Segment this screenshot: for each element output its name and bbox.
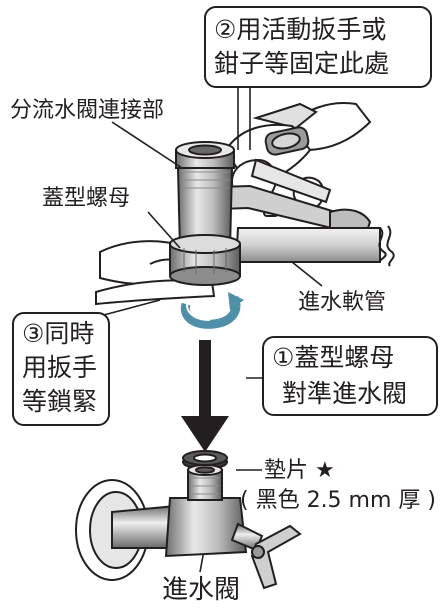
inlet-valve-label: 進水閥 (161, 575, 240, 605)
inlet-valve-drawing (75, 464, 302, 590)
inlet-hose-drawing (234, 225, 395, 267)
step3-line3: 等鎖緊 (22, 387, 98, 416)
step3-line1: ③同時 (22, 319, 95, 348)
step1-line1: ①蓋型螺母 (272, 343, 395, 372)
gasket-label: 墊片 ★ (264, 458, 335, 483)
gasket-spec-label: ( 黑色 2.5 mm 厚 ) (240, 488, 436, 513)
inlet-hose-label: 進水軟管 (298, 290, 387, 315)
step2-line2: 鉗子等固定此處 (214, 49, 390, 78)
step1-callout: ①蓋型螺母 對準進水閥 (262, 336, 438, 416)
cap-nut-label: 蓋型螺母 (42, 186, 131, 211)
step1-line2: 對準進水閥 (282, 379, 408, 408)
diverter-connector-drawing (169, 141, 241, 286)
step3-line2: 用扳手 (22, 353, 98, 382)
step2-callout: ②用活動扳手或 鉗子等固定此處 (204, 6, 432, 88)
step2-line1: ②用活動扳手或 (214, 15, 387, 44)
callout-tails (99, 299, 264, 379)
rotation-arrow (180, 292, 244, 329)
down-arrow (181, 340, 229, 452)
step3-callout: ③同時 用扳手 等鎖緊 (12, 312, 110, 426)
diverter-connector-label: 分流水閥連接部 (10, 98, 165, 123)
